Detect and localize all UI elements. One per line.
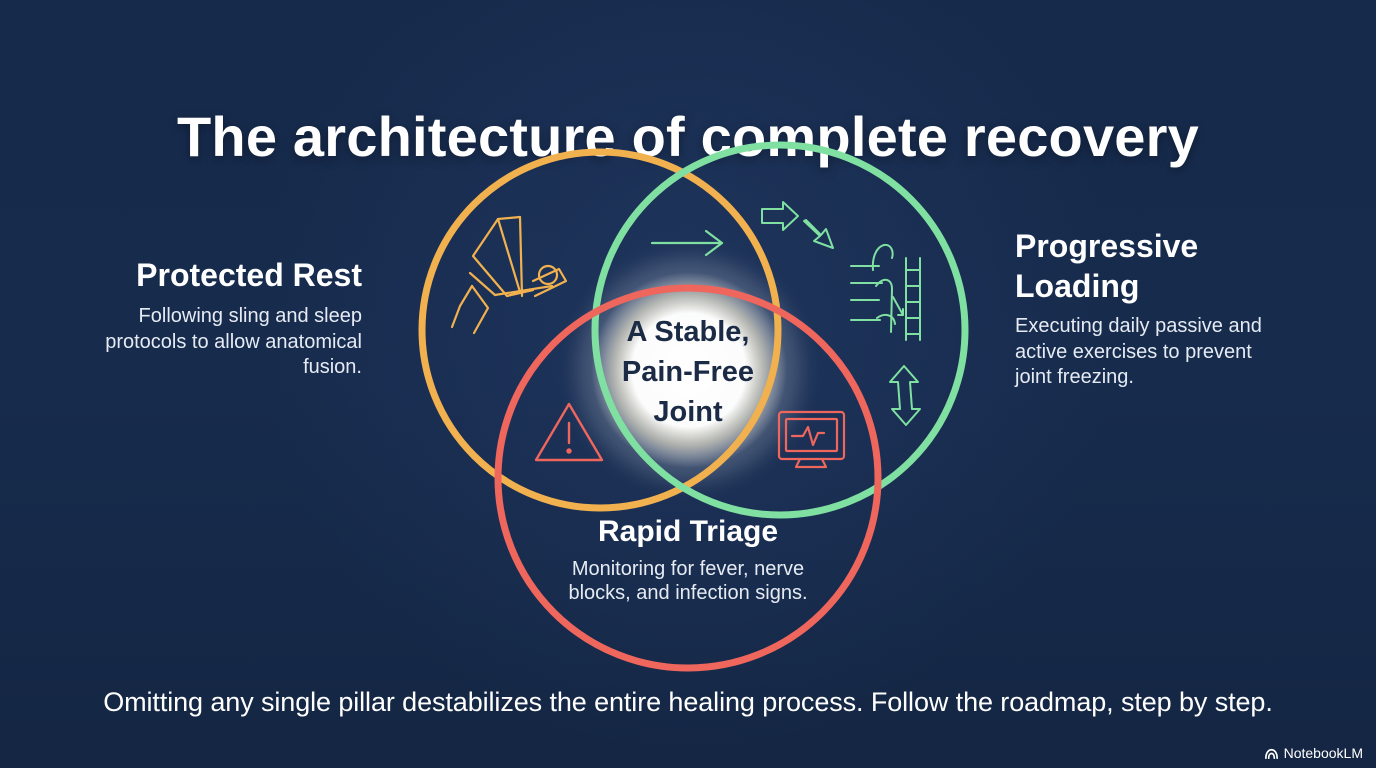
protected-rest-description: Following sling and sleep protocols to a… bbox=[105, 305, 362, 378]
center-glow bbox=[577, 258, 801, 482]
warning-triangle-icon bbox=[534, 402, 604, 462]
arrow-right-icon bbox=[650, 229, 724, 257]
rapid-triage-title: Rapid Triage bbox=[597, 515, 779, 548]
brand-label: NotebookLM bbox=[1283, 745, 1363, 761]
page-title: The architecture of complete recovery bbox=[177, 104, 1199, 168]
double-arrow-icon bbox=[761, 201, 834, 249]
rapid-triage-description: Monitoring for fever, nerve blocks, and … bbox=[568, 558, 808, 604]
wall-climb-icon bbox=[850, 243, 921, 341]
protected-rest-circle bbox=[418, 148, 782, 512]
footer-text: Omitting any single pillar destabilizes … bbox=[103, 687, 1273, 717]
progressive-loading-description: Executing daily passive and active exerc… bbox=[1015, 315, 1262, 388]
center-label: A Stable, Pain-Free Joint bbox=[588, 312, 788, 432]
center-label-line2: Pain-Free bbox=[621, 356, 755, 388]
brand: NotebookLM bbox=[1264, 744, 1363, 762]
center-label-line3: Joint bbox=[653, 396, 723, 428]
progressive-loading-title: Progressive Loading bbox=[1015, 226, 1275, 306]
progressive-loading-title-line1: Progressive bbox=[1015, 228, 1199, 264]
center-label-line1: A Stable, bbox=[626, 316, 750, 348]
bidirectional-arrow-icon bbox=[889, 365, 921, 426]
rapid-triage-circle bbox=[494, 284, 882, 672]
sling-rest-icon bbox=[450, 215, 568, 335]
monitor-icon bbox=[777, 410, 846, 469]
notebooklm-icon bbox=[1264, 748, 1278, 759]
progressive-loading-title-line2: Loading bbox=[1015, 268, 1140, 304]
progressive-loading-circle bbox=[591, 141, 969, 519]
protected-rest-title: Protected Rest bbox=[136, 257, 362, 293]
